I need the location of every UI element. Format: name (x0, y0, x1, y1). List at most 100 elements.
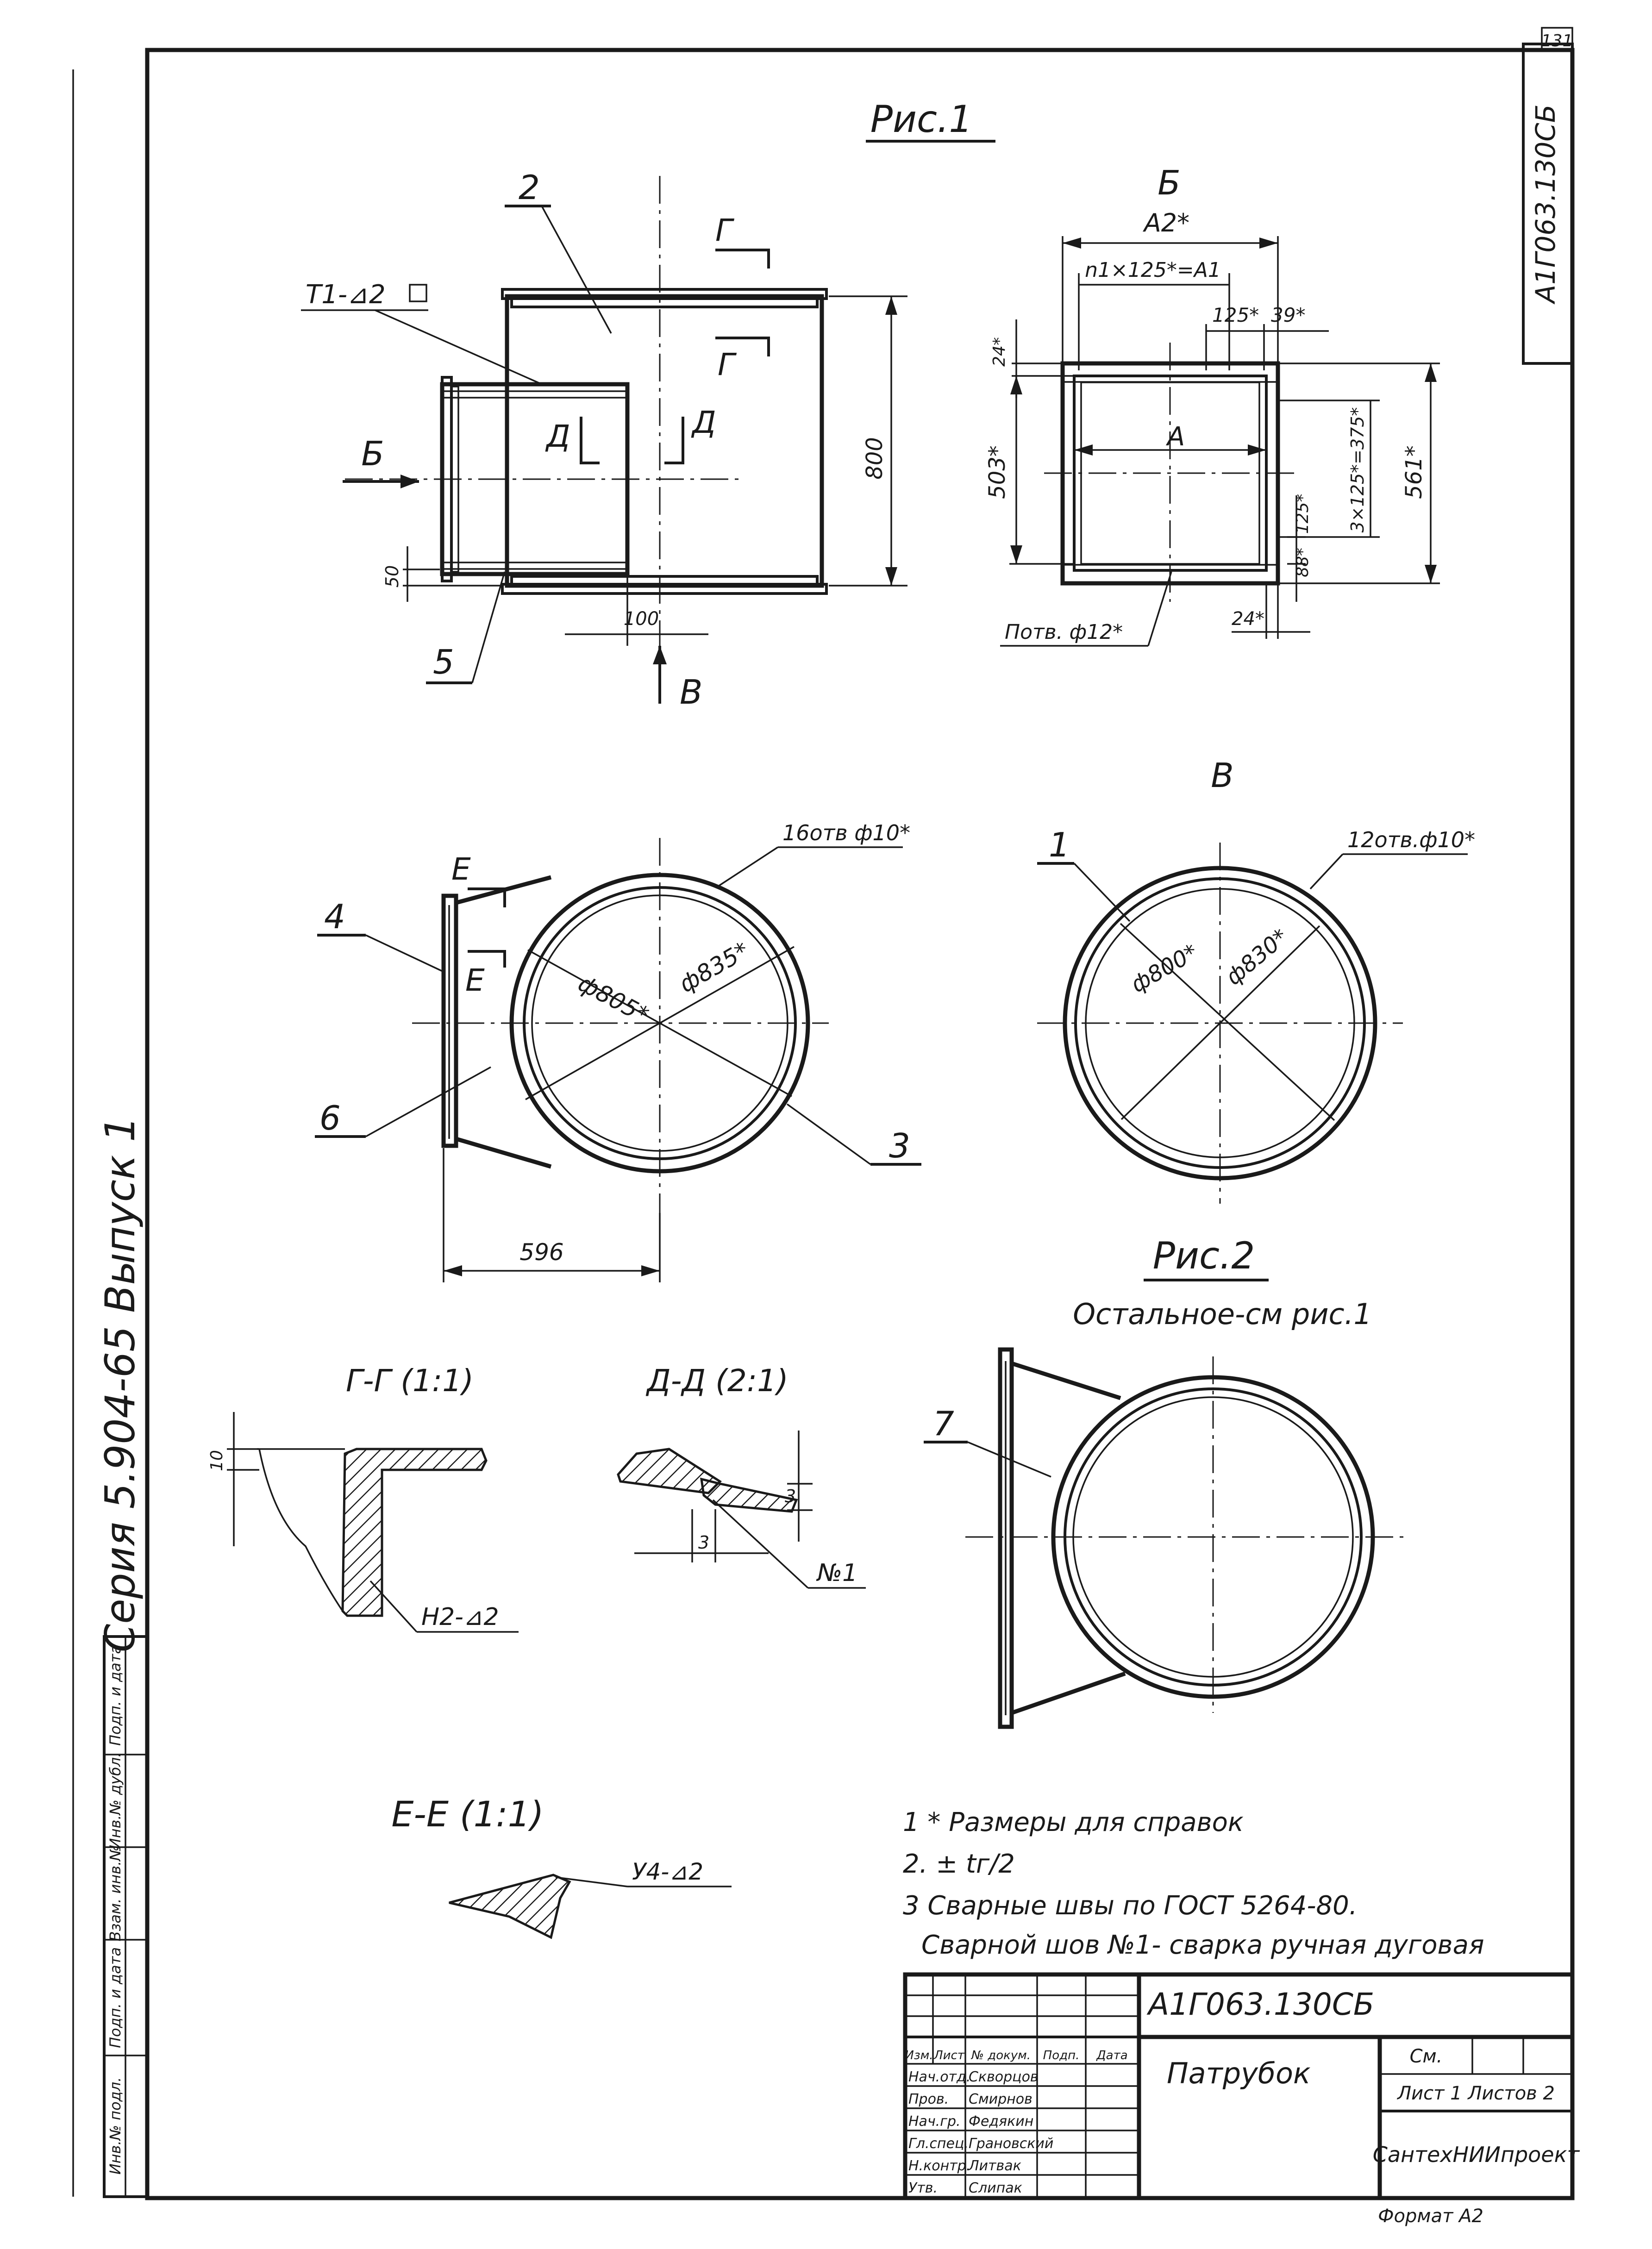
fig1-front-view: Б В Г Г Д Д 2 5 Т1-⊿2 800 (301, 168, 907, 712)
tb-role-2: Пров. (908, 2091, 949, 2107)
bottom-flange (501, 583, 828, 595)
tb-role-5: Н.контр. (908, 2158, 970, 2174)
tb-sheet-label: См. (1410, 2046, 1443, 2067)
tb-sheet-row: Лист 1 Листов 2 (1396, 2083, 1555, 2104)
dim-800: 800 (862, 437, 888, 480)
tb-role-4: Гл.спец. (908, 2136, 969, 2152)
section-d-title: Д-Д (2:1) (645, 1363, 788, 1399)
fig1-view-b: Б А А2* n1×125*=A1 125* 39* 24* (984, 163, 1440, 647)
dim-24-top: 24* (990, 337, 1009, 367)
page-number-box (1541, 27, 1573, 51)
view-b-arrow-label: Б (361, 434, 384, 473)
sheet-frame: 131 А1Г063.130СБ Серия 5.904-65 Выпуск 1… (72, 27, 1575, 2227)
tb-header-2: Лист (933, 2049, 965, 2062)
strip-field-1: Подп. и дата (106, 1645, 124, 1746)
dim-n1: n1×125*=A1 (1085, 258, 1221, 282)
section-g-dim-10: 10 (207, 1450, 226, 1471)
dim-39: 39* (1271, 304, 1305, 326)
view-b-title: Б (1158, 163, 1180, 202)
title-block: Изм. Лист № докум. Подп. Дата Нач.отд. С… (903, 1972, 1580, 2200)
notes: 1 * Размеры для справок 2. ± tг/2 3 Свар… (903, 1807, 1484, 1960)
series-vertical: Серия 5.904-65 Выпуск 1 (96, 1116, 144, 1652)
strip-field-3: Взам. инв.№ (106, 1845, 124, 1941)
strip-field-5: Инв.№ подл. (106, 2077, 124, 2175)
dim-596: 596 (519, 1239, 563, 1266)
top-flange (501, 288, 828, 300)
section-g-profile (341, 1448, 488, 1617)
tb-name: Патрубок (1167, 2056, 1311, 2090)
dim-561: 561* (1401, 445, 1427, 499)
fig2-flange (998, 1347, 1014, 1729)
part-3-label: 3 (889, 1126, 910, 1165)
part-6-label: 6 (319, 1099, 341, 1137)
section-e-profile (449, 1874, 571, 1939)
tb-organization: СантехНИИпроект (1373, 2142, 1580, 2167)
tb-role-1: Нач.отд. (908, 2069, 970, 2085)
dia-830: ф830* (1221, 924, 1293, 991)
dim-24-bottom: 24* (1232, 608, 1264, 630)
section-e-title: Е-Е (1:1) (391, 1793, 544, 1835)
section-e-weld: У4-⊿2 (632, 1858, 703, 1885)
section-e-e: Е-Е (1:1) У4-⊿2 (391, 1793, 732, 1939)
view-b-holes-note: Потв. ф12* (1005, 620, 1123, 644)
tb-role-6: Утв. (908, 2180, 938, 2196)
tb-header-5: Дата (1096, 2049, 1127, 2062)
dia-835: ф835* (675, 937, 753, 998)
fig1-view-v: В ф800* ф830* 12отв.ф10* 1 (1037, 756, 1475, 1204)
strip-field-2: Инв.№ дубл. (106, 1753, 124, 1849)
view-v-holes-note: 12отв.ф10* (1347, 827, 1475, 852)
weld-t1-label: Т1-⊿2 (306, 280, 386, 310)
dim-3x125: 3×125*=375* (1347, 407, 1368, 533)
section-d-weld: №1 (816, 1559, 857, 1587)
tb-name-3: Федякин (969, 2113, 1033, 2130)
section-g-mark-bottom: Г (718, 347, 737, 382)
section-e-mark-bottom: Е (465, 962, 485, 998)
left-strip: Подп. и дата Инв.№ дубл. Взам. инв.№ Под… (103, 1635, 149, 2198)
fig1-title: Рис.1 (870, 98, 973, 141)
tb-name-2: Смирнов (969, 2091, 1032, 2107)
dim-125-top: 125* (1212, 304, 1259, 326)
plan-flange (441, 893, 458, 1148)
view-v-title: В (1211, 756, 1233, 795)
dia-805: ф805* (574, 969, 653, 1029)
note-4: Сварной шов №1- сварка ручная дуговая (921, 1930, 1484, 1960)
note-3: 3 Сварные швы по ГОСТ 5264-80. (903, 1891, 1358, 1921)
tb-name-5: Литвак (968, 2158, 1021, 2174)
part-7-label: 7 (933, 1404, 954, 1443)
code-box (1522, 43, 1574, 365)
tb-role-3: Нач.гр. (908, 2113, 961, 2130)
section-d-d: Д-Д (2:1) 3 3 №1 (617, 1363, 866, 1589)
dim-a2: А2* (1143, 208, 1189, 237)
tb-header-3: № докум. (970, 2049, 1031, 2062)
dim-88: 88* (1293, 548, 1312, 577)
section-g-mark-top: Г (715, 212, 735, 248)
tb-name-4: Грановский (969, 2136, 1053, 2152)
note-2: 2. ± tг/2 (903, 1849, 1015, 1879)
view-v-arrow-label: В (680, 673, 702, 712)
fig2-view: Рис.2 Остальное-см рис.1 7 (924, 1234, 1408, 1729)
section-g-g: Г-Г (1:1) 10 Н2-⊿2 (207, 1363, 519, 1633)
part-5-label: 5 (433, 643, 454, 681)
dim-a: А (1166, 422, 1185, 452)
strip-field-4: Подп. и дата (106, 1947, 124, 2048)
tb-name-1: Скворцов (969, 2069, 1039, 2085)
section-g-title: Г-Г (1:1) (346, 1363, 474, 1399)
dim-503: 503* (984, 445, 1010, 499)
tb-code: А1Г063.130СБ (1146, 1987, 1374, 2022)
section-d-left-part (617, 1448, 722, 1494)
section-d-right-part (700, 1477, 798, 1513)
tb-name-6: Слипак (969, 2180, 1022, 2196)
part-2-label: 2 (519, 168, 540, 207)
tb-header-1: Изм. (905, 2049, 933, 2062)
section-e-mark-top: Е (451, 851, 471, 887)
note-1: 1 * Размеры для справок (903, 1807, 1244, 1837)
fig2-subtitle: Остальное-см рис.1 (1073, 1297, 1372, 1331)
fig1-plan-view: ф805* ф835* Е Е 16отв ф10* 4 6 3 596 (315, 820, 921, 1282)
dim-100: 100 (624, 608, 659, 630)
section-d-dim-3b: 3 (698, 1532, 709, 1553)
format-footer: Формат А2 (1378, 2205, 1483, 2227)
drawing-code-vertical: А1Г063.130СБ (1530, 104, 1561, 305)
part-4-label: 4 (324, 897, 345, 936)
section-g-weld: Н2-⊿2 (421, 1603, 499, 1631)
